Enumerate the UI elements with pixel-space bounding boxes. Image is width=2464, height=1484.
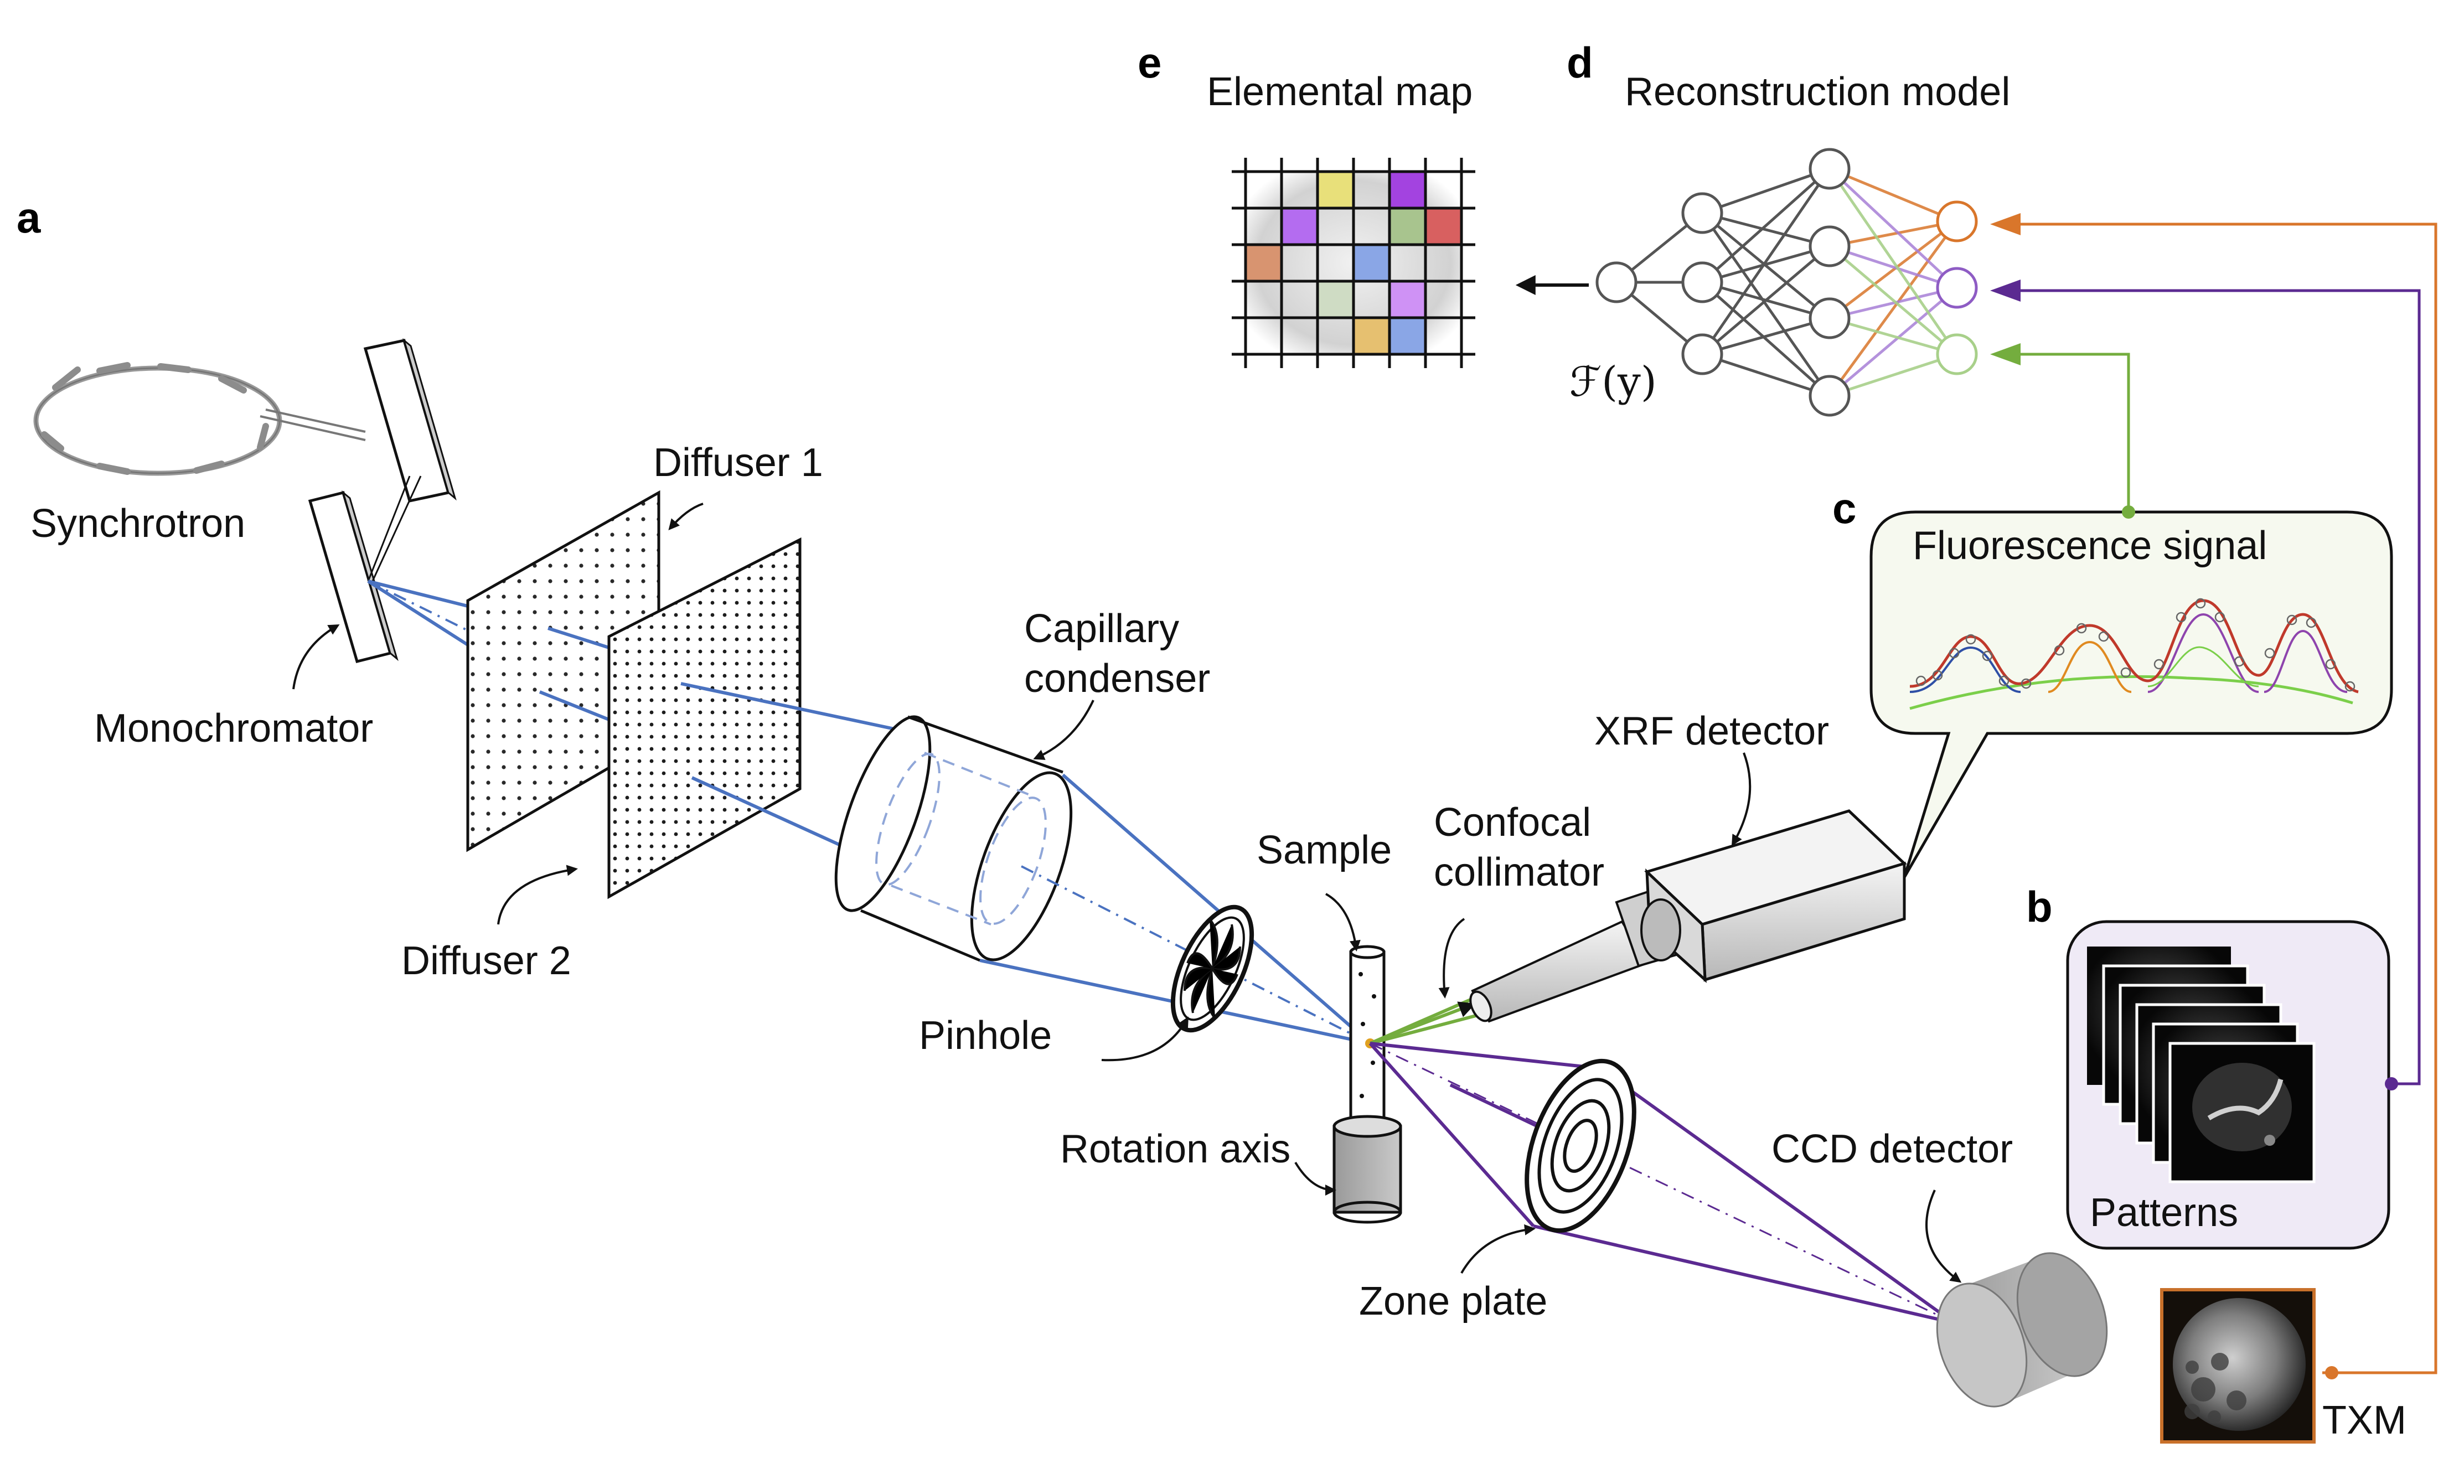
ccd-pointer	[1925, 1190, 1962, 1283]
zone-plate-label: Zone plate	[1359, 1279, 1547, 1323]
panel-label-e: e	[1138, 38, 1161, 87]
fluorescence-spectrum	[1909, 598, 2359, 710]
rotation-stage	[1332, 1115, 1402, 1224]
reconstruction-model-title: Reconstruction model	[1625, 70, 2010, 114]
map-cell	[1389, 172, 1425, 208]
fluorescence-connector-dot	[2122, 505, 2135, 519]
rotation-axis-label: Rotation axis	[1060, 1127, 1290, 1171]
pinhole-label: Pinhole	[919, 1014, 1052, 1058]
neural-network	[1595, 148, 1978, 417]
txm-connector-dot	[2325, 1366, 2338, 1379]
diffuser-2-label: Diffuser 2	[401, 939, 571, 983]
sample-label: Sample	[1257, 828, 1392, 872]
synchrotron-ring	[33, 362, 366, 476]
ccd-detector	[1936, 1252, 2108, 1408]
fluorescence-input-arrow	[1990, 343, 2021, 365]
map-cell	[1425, 208, 1461, 245]
patterns-label: Patterns	[2090, 1191, 2238, 1235]
connector-lines	[2004, 223, 2437, 1374]
map-cell	[1389, 281, 1425, 318]
fluorescence-signal-title: Fluorescence signal	[1913, 524, 2267, 568]
map-cell	[1389, 208, 1425, 245]
map-cell	[1318, 172, 1354, 208]
pinhole	[1170, 904, 1254, 1033]
diffuser-1-pointer	[668, 503, 704, 531]
map-cell	[1389, 318, 1425, 354]
elemental-map	[1232, 158, 1475, 368]
sample-pointer	[1325, 893, 1361, 952]
pattern-stack	[2087, 947, 2316, 1183]
diffuser-2-pointer	[497, 865, 578, 925]
fluorescence-beam	[1369, 995, 1487, 1045]
elemental-map-title: Elemental map	[1207, 70, 1473, 114]
patterns-connector-dot	[2385, 1077, 2398, 1090]
monochromator-label: Monochromator	[94, 706, 373, 751]
xrf-detector-pointer	[1731, 752, 1752, 846]
map-cell	[1282, 208, 1318, 245]
map-cell	[1246, 245, 1282, 281]
txm-input-arrow	[1990, 213, 2021, 235]
confocal-label-1: Confocal	[1434, 800, 1591, 845]
capillary-condenser	[834, 715, 1073, 962]
fluorescence-callout	[1869, 510, 2393, 878]
confocal-collimator	[1469, 920, 1649, 1023]
beam-to-diffusers	[367, 580, 615, 704]
mirror	[363, 338, 457, 503]
map-cell	[1354, 318, 1389, 354]
map-cell	[1354, 245, 1389, 281]
map-cell	[1318, 281, 1354, 318]
ccd-detector-label: CCD detector	[1771, 1127, 2013, 1171]
zone-plate	[1525, 1058, 1636, 1233]
model-function-label: ℱ(y)	[1569, 358, 1657, 406]
confocal-pointer	[1438, 918, 1465, 999]
diffuser-2	[607, 537, 802, 899]
panel-label-d: d	[1567, 38, 1593, 87]
confocal-label-2: collimator	[1434, 850, 1604, 894]
xrf-detector-label: XRF detector	[1594, 709, 1829, 753]
capillary-pointer	[1033, 700, 1094, 760]
monochromator	[308, 475, 422, 664]
patterns-input-arrow	[1990, 280, 2021, 302]
beam-between-diffusers	[539, 627, 610, 721]
panel-label-a: a	[17, 193, 41, 242]
txm-image	[2160, 1288, 2316, 1444]
panel-label-c: c	[1832, 484, 1856, 532]
txm-label: TXM	[2322, 1398, 2406, 1442]
rotation-axis-pointer	[1294, 1161, 1336, 1196]
capillary-label-1: Capillary	[1024, 607, 1179, 651]
xrf-detector	[1615, 809, 1907, 983]
monochromator-pointer	[292, 624, 340, 690]
transmission-beam	[1368, 1042, 1955, 1325]
synchrotron-label: Synchrotron	[30, 501, 245, 546]
diffuser-1-label: Diffuser 1	[653, 441, 823, 485]
zone-plate-pointer	[1460, 1224, 1536, 1274]
pinhole-pointer	[1101, 1016, 1189, 1062]
capillary-label-2: condenser	[1024, 656, 1210, 701]
panel-label-b: b	[2026, 882, 2053, 931]
